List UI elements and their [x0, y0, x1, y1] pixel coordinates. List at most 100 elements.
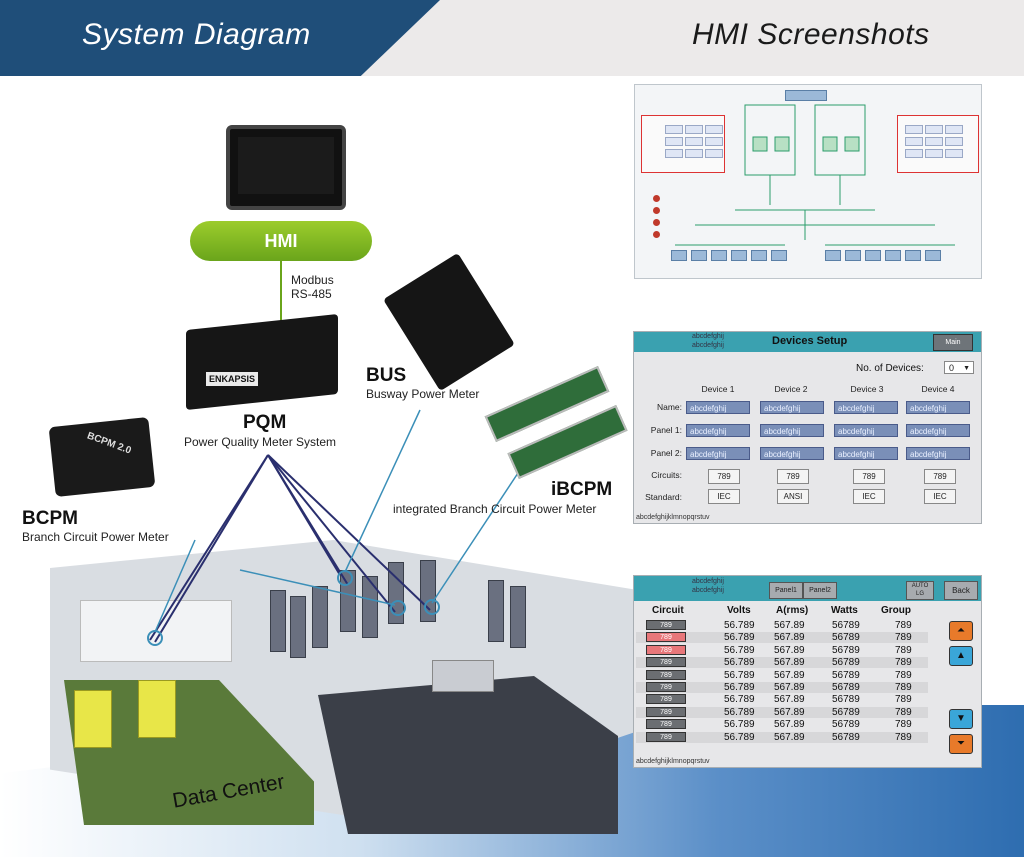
circuit-id-cell[interactable]: 789	[646, 706, 686, 717]
panel1-field[interactable]: abcdefghij	[760, 424, 824, 437]
volts-cell: 56.789	[724, 682, 755, 693]
amps-cell: 567.89	[774, 644, 805, 656]
switchgear	[80, 600, 232, 662]
oneline-diagram-lines	[675, 104, 955, 246]
volts-cell: 56.789	[724, 669, 755, 681]
header-right-banner	[360, 0, 1024, 76]
scroll-up-icon[interactable]: ▲	[949, 646, 973, 666]
circuit-id-cell[interactable]: 789	[646, 719, 686, 730]
standard-field[interactable]: IEC	[708, 489, 740, 504]
volts-cell: 56.789	[724, 657, 755, 669]
num-devices-value: 0	[949, 363, 955, 373]
panel2-button[interactable]: Panel2	[803, 582, 837, 599]
ups-cabinet	[432, 660, 494, 692]
server-rack	[510, 586, 526, 648]
standard-field[interactable]: IEC	[853, 489, 885, 504]
modbus-line1: Modbus	[291, 273, 334, 287]
watts-cell: 56789	[832, 682, 860, 693]
watts-cell: 56789	[832, 719, 860, 731]
circuit-id-cell[interactable]: 789	[646, 669, 686, 680]
circuit-id-cell[interactable]: 789	[646, 620, 686, 630]
circuit-id-cell[interactable]: 789	[646, 644, 686, 655]
watts-cell: 56789	[832, 644, 860, 656]
tiny-text: abcdefghij	[692, 333, 724, 340]
circuit-id-cell[interactable]: 789	[646, 682, 686, 692]
bcpm-link-line	[154, 539, 196, 633]
circuit-id-cell[interactable]: 789	[646, 657, 686, 668]
circuits-field[interactable]: 789	[777, 469, 809, 484]
circuit-id-cell[interactable]: 789	[646, 731, 686, 742]
pqm-logo: ENKAPSIS	[206, 372, 258, 386]
bcpm-description: Branch Circuit Power Meter	[22, 530, 169, 544]
row-label-panel2: Panel 2:	[650, 448, 682, 458]
hmi-label-pill: HMI	[190, 221, 372, 261]
amps-cell: 567.89	[774, 632, 805, 644]
circuit-id-cell[interactable]: 789	[646, 632, 686, 643]
tiny-text: abcdefghij	[692, 578, 724, 585]
col-header-watts: Watts	[831, 605, 858, 616]
meter-point	[337, 570, 353, 586]
circuits-field[interactable]: 789	[708, 469, 740, 484]
pqm-link-line	[267, 454, 349, 586]
panel1-field[interactable]: abcdefghij	[906, 424, 970, 437]
modbus-label: Modbus RS-485	[291, 273, 334, 301]
devices-setup-title: Devices Setup	[772, 335, 848, 347]
name-field[interactable]: abcdefghij	[760, 401, 824, 414]
name-field[interactable]: abcdefghij	[686, 401, 750, 414]
scroll-down-icon[interactable]: ▼	[949, 709, 973, 729]
name-field[interactable]: abcdefghij	[834, 401, 898, 414]
devices-setup-footer: abcdefghijklmnopqrstuv	[636, 514, 710, 521]
panel1-button[interactable]: Panel1	[769, 582, 803, 599]
group-cell: 789	[895, 682, 912, 693]
server-rack	[488, 580, 504, 642]
panel1-field[interactable]: abcdefghij	[834, 424, 898, 437]
control-room	[318, 676, 618, 834]
bcpm-device	[48, 416, 156, 498]
col-header-group: Group	[881, 605, 911, 616]
main-button[interactable]: Main	[933, 334, 973, 351]
amps-cell: 567.89	[774, 620, 805, 631]
circuits-field[interactable]: 789	[853, 469, 885, 484]
panel1-field[interactable]: abcdefghij	[686, 424, 750, 437]
panel2-field[interactable]: abcdefghij	[906, 447, 970, 460]
chevron-down-icon: ▼	[963, 365, 970, 372]
server-rack	[312, 586, 328, 648]
num-devices-label: No. of Devices:	[856, 363, 924, 374]
standard-field[interactable]: ANSI	[777, 489, 809, 504]
num-devices-select[interactable]: 0▼	[944, 361, 974, 374]
panel2-field[interactable]: abcdefghij	[760, 447, 824, 460]
meter-point	[424, 599, 440, 615]
header-left-banner	[0, 0, 440, 76]
devices-setup-titlebar	[634, 332, 981, 352]
standard-field[interactable]: IEC	[924, 489, 956, 504]
circuits-field[interactable]: 789	[924, 469, 956, 484]
watts-cell: 56789	[832, 731, 860, 743]
panel2-field[interactable]: abcdefghij	[686, 447, 750, 460]
amps-cell: 567.89	[774, 669, 805, 681]
page-down-icon[interactable]: ⏷	[949, 734, 973, 754]
volts-cell: 56.789	[724, 706, 755, 718]
bcpm-name: BCPM	[22, 508, 78, 529]
volts-cell: 56.789	[724, 719, 755, 731]
volts-cell: 56.789	[724, 694, 755, 706]
name-field[interactable]: abcdefghij	[906, 401, 970, 414]
panel2-field[interactable]: abcdefghij	[834, 447, 898, 460]
circuit-id-cell[interactable]: 789	[646, 694, 686, 705]
auto-lg-button[interactable]: AUTO LG	[906, 581, 934, 600]
back-button[interactable]: Back	[944, 581, 978, 600]
modbus-line2: RS-485	[291, 287, 332, 301]
row-label-circuits: Circuits:	[651, 470, 682, 480]
page-up-icon[interactable]: ⏶	[949, 621, 973, 641]
group-cell: 789	[895, 694, 912, 706]
pqm-device	[186, 314, 338, 410]
tiny-text: abcdefghij	[692, 587, 724, 594]
amps-cell: 567.89	[774, 731, 805, 743]
watts-cell: 56789	[832, 657, 860, 669]
